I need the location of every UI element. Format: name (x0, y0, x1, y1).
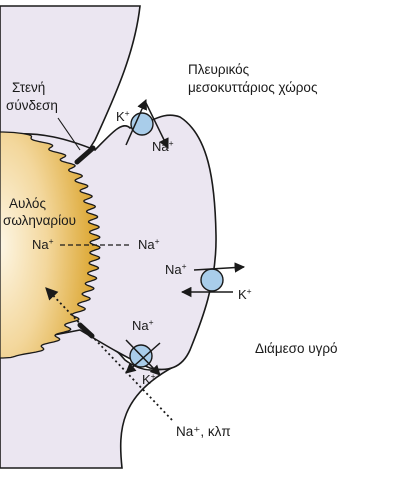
interstitial-label: Διάμεσο υγρό (255, 341, 338, 356)
na-k-pump-right (180, 262, 246, 298)
ion-na-right: Na+ (165, 261, 187, 277)
ion-k-lower: K+ (142, 371, 156, 387)
ion-na-lower: Na+ (132, 317, 154, 333)
na-k-pump-lower (125, 339, 161, 376)
k-in-arrow-upper (145, 102, 169, 149)
tight-junction-label-2: σύνδεση (6, 98, 58, 113)
na-k-pump-upper (125, 99, 169, 149)
paracellular-arrow (45, 287, 173, 421)
na-out-arrow-upper (125, 99, 147, 146)
ion-na-lumen: Na+ (32, 236, 54, 252)
ion-na-upper: Na+ (152, 138, 174, 154)
lateral-space-label-2: μεσοκυττάριος χώρος (188, 80, 318, 95)
ion-k-right: K+ (238, 286, 252, 302)
lumen-label-2: σωληναρίου (3, 213, 76, 228)
tight-junction-lower (77, 322, 95, 339)
lateral-space-label-1: Πλευρικός (188, 62, 250, 77)
tight-junction-leader (57, 117, 81, 151)
tight-junction-upper (74, 145, 96, 165)
ion-k-upper: K+ (116, 108, 130, 124)
na-out-arrow-right (193, 262, 246, 273)
tight-junction-label-1: Στενή (12, 80, 45, 95)
paracellular-label: Na⁺, κλπ (176, 424, 231, 439)
ion-na-cell: Na+ (138, 236, 160, 252)
lumen-label-1: Αυλός (9, 196, 46, 211)
k-in-arrow-lower (125, 342, 161, 374)
